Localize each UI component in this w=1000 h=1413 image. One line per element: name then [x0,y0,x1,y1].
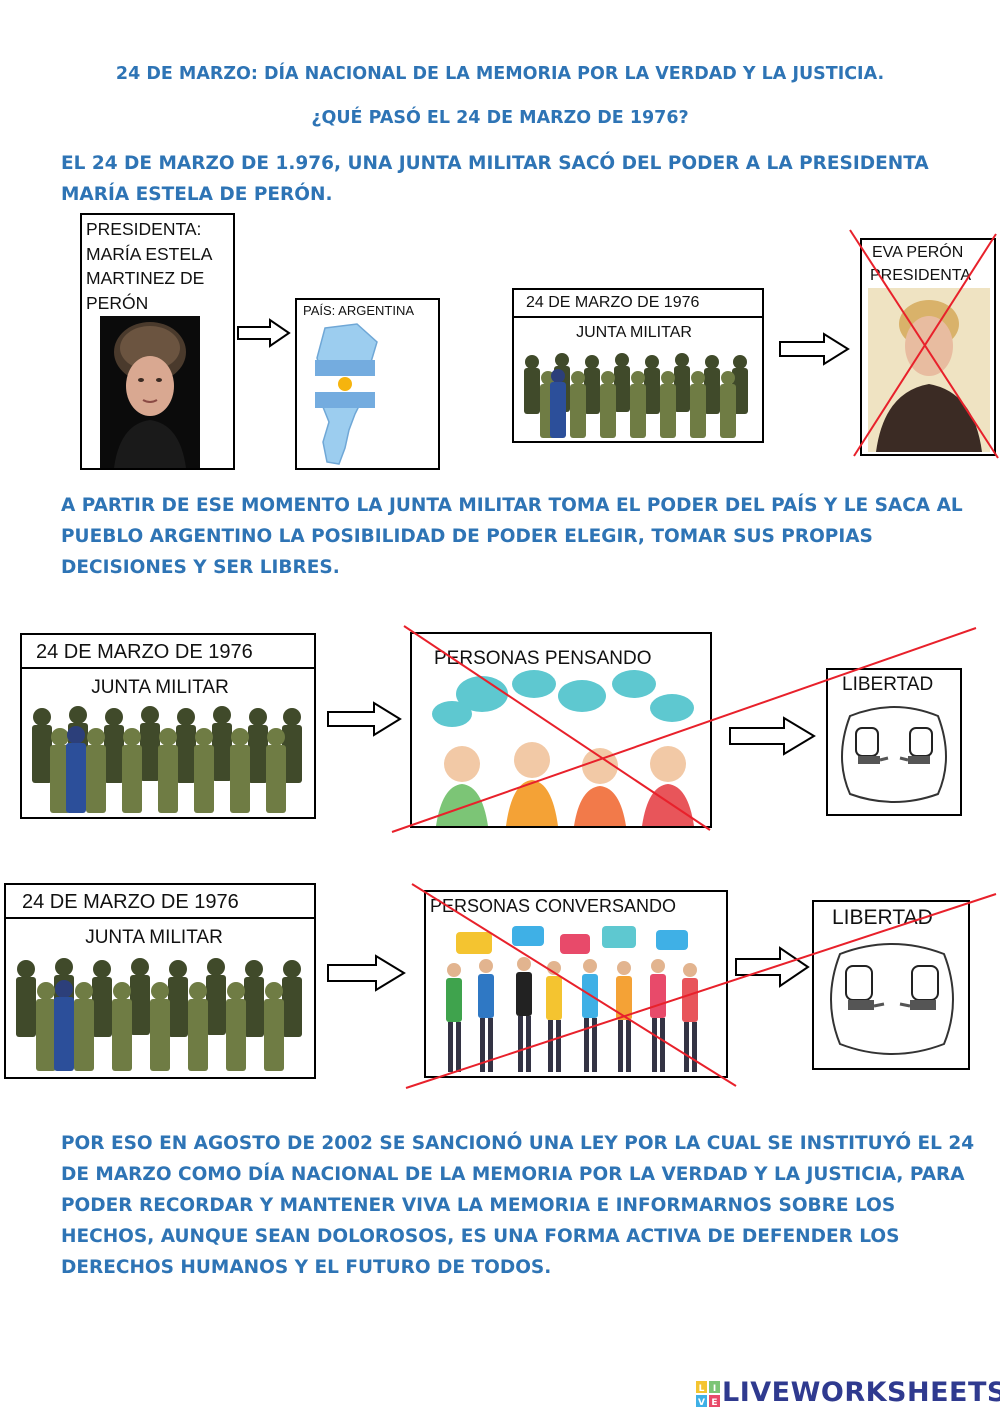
soldiers-illustration [524,353,748,438]
broken-chains-icon [841,706,947,803]
brand-name: LIVEWORKSHEETS [722,1377,1000,1408]
closing-line: POR ESO EN AGOSTO DE 2002 SE SANCIONÓ UN… [61,1133,975,1154]
junta-label: JUNTA MILITAR [91,677,229,698]
closing-line: PODER RECORDAR Y MANTENER VIVA LA MEMORI… [61,1195,896,1216]
broken-chains-icon [830,943,954,1055]
arrow-right-icon [237,318,291,348]
page-question: ¿QUÉ PASÓ EL 24 DE MARZO DE 1976? [311,108,689,128]
logo-letter: V [698,1398,705,1408]
junta-card: 24 DE MARZO DE 1976 JUNTA MILITAR [4,883,316,1079]
liveworksheets-logo[interactable]: L I V E LIVEWORKSHEETS [696,1377,1000,1411]
president-card: PRESIDENTA: MARÍA ESTELA MARTINEZ DE PER… [80,213,235,470]
date-label: 24 DE MARZO DE 1976 [22,891,239,913]
red-cross-mark [391,625,977,833]
freedom-label: LIBERTAD [842,674,934,695]
country-card: PAÍS: ARGENTINA [295,298,440,470]
date-label-box: 24 DE MARZO DE 1976 [6,885,314,919]
freedom-card: LIBERTAD [812,900,970,1070]
talking-label: PERSONAS CONVERSANDO [430,896,677,916]
intro-line: EL 24 DE MARZO DE 1.976, UNA JUNTA MILIT… [61,153,929,174]
president-label-line: PRESIDENTA: [86,219,202,239]
president-label: PRESIDENTA: MARÍA ESTELA MARTINEZ DE PER… [86,217,212,315]
date-label-box: 24 DE MARZO DE 1976 [22,635,314,669]
arrow-right-icon [327,701,402,737]
date-label: 24 DE MARZO DE 1976 [526,294,700,311]
closing-line: DE MARZO COMO DÍA NACIONAL DE LA MEMORIA… [61,1164,965,1185]
intro-line: MARÍA ESTELA DE PERÓN. [61,184,333,205]
intro-paragraph: EL 24 DE MARZO DE 1.976, UNA JUNTA MILIT… [61,148,929,210]
junta-label: JUNTA MILITAR [85,927,223,948]
eva-label: EVA PERÓN [872,244,964,261]
red-cross-mark [849,229,999,459]
thinking-label: PERSONAS PENSANDO [434,648,652,669]
junta-label: JUNTA MILITAR [576,324,692,341]
soldiers-illustration [32,706,302,813]
country-label: PAÍS: ARGENTINA [303,303,415,318]
middle-line: PUEBLO ARGENTINO LA POSIBILIDAD DE PODER… [61,526,873,547]
junta-card: 24 DE MARZO DE 1976 JUNTA MILITAR [512,288,764,443]
argentina-map-icon [315,323,378,465]
talking-people-illustration [446,926,698,1072]
thinking-people-illustration [432,670,694,826]
arrow-right-icon [729,716,816,756]
date-label: 24 DE MARZO DE 1976 [36,641,253,663]
page-title: 24 DE MARZO: DÍA NACIONAL DE LA MEMORIA … [115,64,885,84]
eva-peron-portrait [868,288,990,452]
talking-people-card: PERSONAS CONVERSANDO [424,890,728,1078]
president-label-line: PERÓN [86,292,149,313]
president-portrait [100,316,200,468]
closing-line: DERECHOS HUMANOS Y EL FUTURO DE TODOS. [61,1257,552,1278]
middle-line: DECISIONES Y SER LIBRES. [61,557,340,578]
logo-letter: I [713,1384,716,1394]
soldiers-illustration [16,958,302,1071]
middle-paragraph: A PARTIR DE ESE MOMENTO LA JUNTA MILITAR… [61,490,963,583]
red-cross-mark [405,883,997,1089]
middle-line: A PARTIR DE ESE MOMENTO LA JUNTA MILITAR… [61,495,963,516]
eva-label: PRESIDENTA [870,267,972,284]
date-label-box: 24 DE MARZO DE 1976 [514,290,762,318]
junta-card: 24 DE MARZO DE 1976 JUNTA MILITAR [20,633,316,819]
logo-letter: E [711,1398,717,1408]
liveworksheets-logo-icon: L I V E [696,1381,720,1408]
president-label-line: MARÍA ESTELA [86,243,213,264]
president-label-line: MARTINEZ DE [86,268,205,288]
freedom-card: LIBERTAD [826,668,962,816]
closing-paragraph: POR ESO EN AGOSTO DE 2002 SE SANCIONÓ UN… [61,1128,974,1283]
arrow-right-icon [327,954,406,992]
arrow-right-icon [779,332,850,366]
closing-line: HECHOS, AUNQUE SEAN DOLOROSOS, ES UNA FO… [61,1226,900,1247]
logo-letter: L [699,1384,705,1394]
